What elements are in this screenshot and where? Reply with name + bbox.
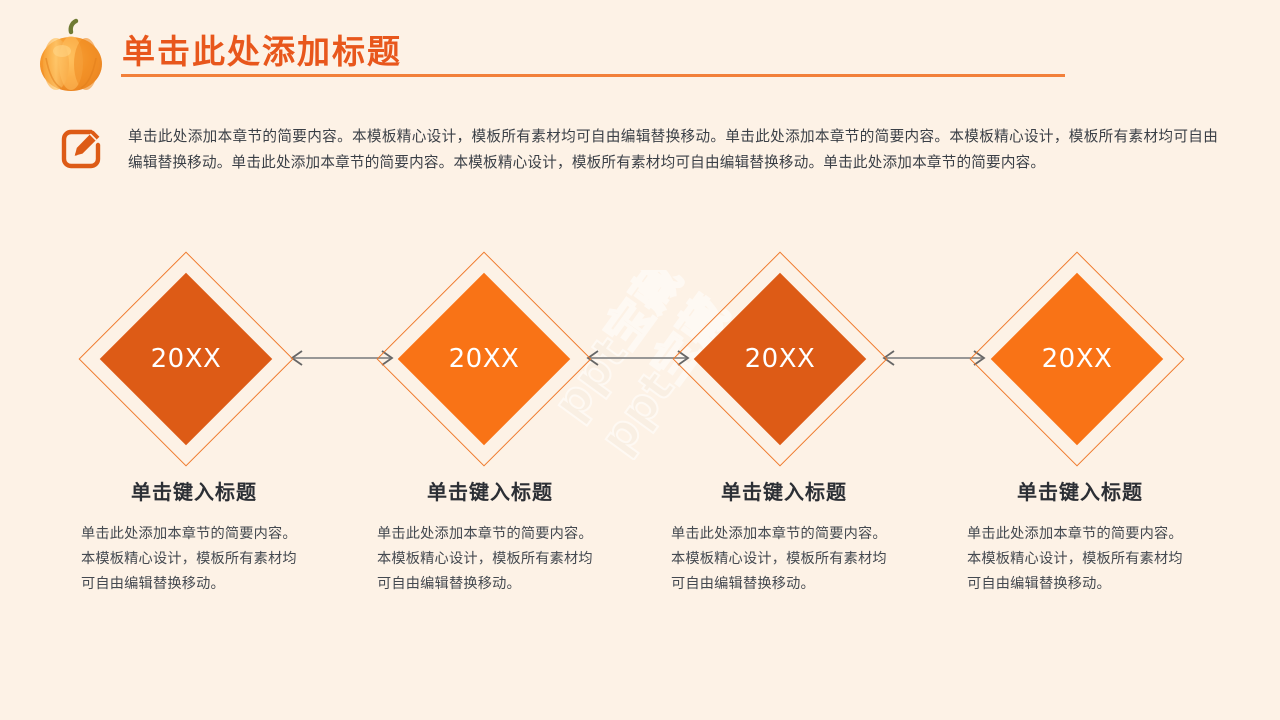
intro-block: 单击此处添加本章节的简要内容。本模板精心设计，模板所有素材均可自由编辑替换移动。…	[58, 124, 1238, 175]
timeline-node-3[interactable]: 20XX	[664, 243, 896, 475]
connector-arrow-3	[880, 350, 988, 366]
diamond-year-label: 20XX	[1041, 344, 1113, 374]
caption-body: 单击此处添加本章节的简要内容。本模板精心设计，模板所有素材均可自由编辑替换移动。	[671, 526, 887, 592]
caption-body: 单击此处添加本章节的简要内容。本模板精心设计，模板所有素材均可自由编辑替换移动。	[81, 526, 297, 592]
intro-text: 单击此处添加本章节的简要内容。本模板精心设计，模板所有素材均可自由编辑替换移动。…	[128, 128, 1218, 171]
pumpkin-icon	[28, 18, 114, 96]
diamond-year-label: 20XX	[150, 344, 222, 374]
diamond-year-label: 20XX	[448, 344, 520, 374]
connector-arrow-2	[584, 350, 692, 366]
timeline-diamonds: 20XX 20XX 20XX 20XX	[0, 243, 1280, 475]
caption-heading: 单击键入标题	[131, 480, 257, 504]
caption-column-1: 单击键入标题 单击此处添加本章节的简要内容。本模板精心设计，模板所有素材均可自由…	[78, 478, 310, 597]
caption-heading: 单击键入标题	[427, 480, 553, 504]
caption-body: 单击此处添加本章节的简要内容。本模板精心设计，模板所有素材均可自由编辑替换移动。	[377, 526, 593, 592]
caption-row: 单击键入标题 单击此处添加本章节的简要内容。本模板精心设计，模板所有素材均可自由…	[0, 478, 1280, 658]
edit-pencil-icon	[58, 126, 104, 172]
slide-header: 单击此处添加标题	[0, 0, 1280, 110]
page-title: 单击此处添加标题	[122, 32, 402, 71]
caption-heading: 单击键入标题	[721, 480, 847, 504]
diamond-year-label: 20XX	[744, 344, 816, 374]
caption-heading: 单击键入标题	[1017, 480, 1143, 504]
title-underline	[121, 74, 1065, 77]
caption-column-4: 单击键入标题 单击此处添加本章节的简要内容。本模板精心设计，模板所有素材均可自由…	[964, 478, 1196, 597]
timeline-node-2[interactable]: 20XX	[368, 243, 600, 475]
timeline-node-4[interactable]: 20XX	[961, 243, 1193, 475]
caption-column-3: 单击键入标题 单击此处添加本章节的简要内容。本模板精心设计，模板所有素材均可自由…	[668, 478, 900, 597]
caption-column-2: 单击键入标题 单击此处添加本章节的简要内容。本模板精心设计，模板所有素材均可自由…	[374, 478, 606, 597]
timeline-node-1[interactable]: 20XX	[70, 243, 302, 475]
caption-body: 单击此处添加本章节的简要内容。本模板精心设计，模板所有素材均可自由编辑替换移动。	[967, 526, 1183, 592]
connector-arrow-1	[288, 350, 396, 366]
